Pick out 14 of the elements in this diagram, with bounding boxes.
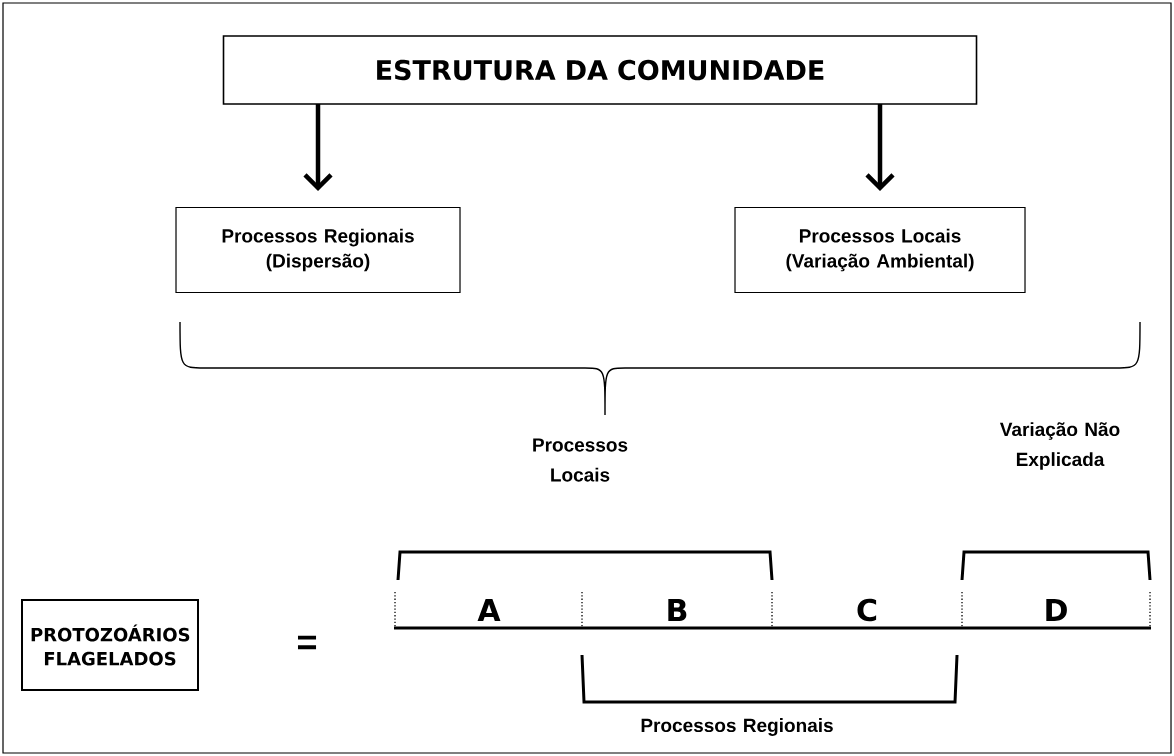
- segment-letter: C: [857, 598, 877, 622]
- section-label: Variação Não Explicada: [999, 422, 1120, 470]
- segment-letter: D: [1046, 599, 1067, 621]
- equals-sign: =: [298, 635, 317, 650]
- arrow: [303, 104, 333, 191]
- arrow: [865, 104, 895, 191]
- section-label: Processos Regionais: [641, 718, 833, 736]
- label-box: PROTOZOÁRIOS FLAGELADOS: [21, 599, 199, 691]
- process-box: Processos Regionais (Dispersão): [175, 206, 461, 294]
- section-label: Processos Locais: [533, 438, 628, 482]
- title-box: ESTRUTURA DA COMUNIDADE: [222, 35, 978, 105]
- segment-letter: B: [668, 599, 687, 621]
- process-box: Processos Locais (Variação Ambiental): [734, 206, 1026, 294]
- segment-letter: A: [477, 599, 501, 621]
